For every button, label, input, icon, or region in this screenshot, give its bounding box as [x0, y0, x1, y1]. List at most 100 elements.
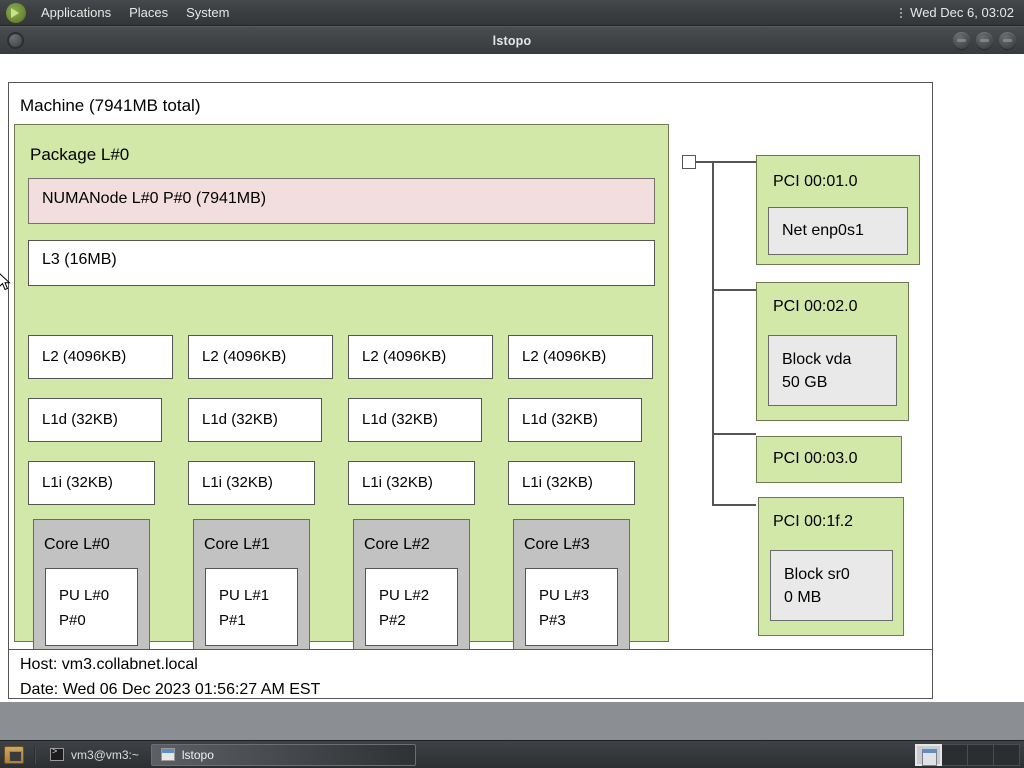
- pu-box-3[interactable]: [525, 568, 618, 646]
- tree-branch-3: [712, 504, 756, 506]
- l1i-cache-label-3: L1i (32KB): [522, 474, 593, 491]
- l1d-cache-box-1[interactable]: [188, 398, 322, 442]
- task-button-terminal-label: vm3@vm3:~: [71, 747, 139, 762]
- tree-line-trunk: [712, 161, 714, 506]
- pu-label-0-line2: P#0: [59, 612, 86, 629]
- pci-label-2: PCI 00:03.0: [773, 450, 858, 467]
- l2-cache-box-3[interactable]: [508, 335, 653, 379]
- l1i-cache-label-1: L1i (32KB): [202, 474, 273, 491]
- pu-box-0[interactable]: [45, 568, 138, 646]
- pci-label-3: PCI 00:1f.2: [773, 513, 854, 530]
- pu-label-1-line1: PU L#1: [219, 587, 270, 604]
- device-label-1-line2: 50 GB: [782, 374, 828, 391]
- l2-cache-box-2[interactable]: [348, 335, 493, 379]
- pu-label-3-line2: P#3: [539, 612, 566, 629]
- numanode-box[interactable]: [28, 178, 655, 224]
- l3-cache-label: L3 (16MB): [42, 251, 117, 268]
- window-menu-icon[interactable]: [7, 32, 24, 49]
- l1d-cache-box-2[interactable]: [348, 398, 482, 442]
- machine-label: Machine (7941MB total): [20, 96, 201, 115]
- tree-line-root-h: [696, 161, 714, 163]
- pu-label-0-line1: PU L#0: [59, 587, 110, 604]
- pu-box-1[interactable]: [205, 568, 298, 646]
- l2-cache-label-3: L2 (4096KB): [522, 348, 607, 365]
- l1d-cache-label-2: L1d (32KB): [362, 411, 438, 428]
- core-label-0: Core L#0: [44, 536, 110, 553]
- workspace-1[interactable]: [915, 743, 942, 766]
- window-titlebar[interactable]: lstopo: [0, 26, 1024, 54]
- l1i-cache-label-2: L1i (32KB): [362, 474, 433, 491]
- window-icon: [160, 748, 175, 761]
- workspace-2[interactable]: [941, 743, 968, 766]
- package-label: Package L#0: [30, 145, 130, 164]
- l1i-cache-box-1[interactable]: [188, 461, 315, 505]
- pci-label-0: PCI 00:01.0: [773, 173, 858, 190]
- pu-label-2-line2: P#2: [379, 612, 406, 629]
- topology-canvas[interactable]: Machine (7941MB total) Package L#0 NUMAN…: [0, 54, 1024, 702]
- terminal-icon: [50, 746, 64, 761]
- close-button[interactable]: [999, 32, 1016, 49]
- panel-right-area: Wed Dec 6, 03:02: [900, 5, 1024, 20]
- l2-cache-box-0[interactable]: [28, 335, 173, 379]
- l1i-cache-box-0[interactable]: [28, 461, 155, 505]
- workspace-switcher[interactable]: [915, 743, 1020, 766]
- pci-label-1: PCI 00:02.0: [773, 298, 858, 315]
- pu-label-1-line2: P#1: [219, 612, 246, 629]
- device-label-0-line1: Net enp0s1: [782, 222, 864, 239]
- pu-label-3-line1: PU L#3: [539, 587, 590, 604]
- pu-box-2[interactable]: [365, 568, 458, 646]
- gnome-top-panel: Applications Places System Wed Dec 6, 03…: [0, 0, 1024, 26]
- io-root-connector-icon: [682, 155, 696, 169]
- show-desktop-icon[interactable]: [4, 745, 24, 764]
- device-label-3-line2: 0 MB: [784, 589, 822, 606]
- core-label-3: Core L#3: [524, 536, 590, 553]
- tree-branch-2: [712, 433, 756, 435]
- l1i-cache-label-0: L1i (32KB): [42, 474, 113, 491]
- workspace-3[interactable]: [967, 743, 994, 766]
- task-button-terminal[interactable]: vm3@vm3:~: [41, 744, 148, 766]
- device-label-3-line1: Block sr0: [784, 566, 850, 583]
- taskbar: vm3@vm3:~ lstopo: [0, 740, 1024, 768]
- panel-handle-icon: [900, 7, 903, 18]
- minimize-button[interactable]: [953, 32, 970, 49]
- l1i-cache-box-3[interactable]: [508, 461, 635, 505]
- mouse-cursor-icon: [0, 273, 11, 291]
- l2-cache-label-2: L2 (4096KB): [362, 348, 447, 365]
- footer-host-label: Host: vm3.collabnet.local: [20, 656, 198, 673]
- l1d-cache-label-1: L1d (32KB): [202, 411, 278, 428]
- task-button-lstopo-label: lstopo: [181, 747, 214, 762]
- l1d-cache-label-0: L1d (32KB): [42, 411, 118, 428]
- workspace-4[interactable]: [993, 743, 1020, 766]
- device-box-3[interactable]: [770, 550, 893, 621]
- clock[interactable]: Wed Dec 6, 03:02: [910, 5, 1014, 20]
- core-label-1: Core L#1: [204, 536, 270, 553]
- l2-cache-box-1[interactable]: [188, 335, 333, 379]
- numanode-label: NUMANode L#0 P#0 (7941MB): [42, 190, 267, 207]
- core-label-2: Core L#2: [364, 536, 430, 553]
- footer-box: [8, 649, 933, 699]
- menu-applications[interactable]: Applications: [41, 5, 112, 20]
- window-controls: [953, 32, 1016, 49]
- device-box-0[interactable]: [768, 207, 908, 255]
- device-box-1[interactable]: [768, 335, 897, 406]
- l1d-cache-label-3: L1d (32KB): [522, 411, 598, 428]
- gnome-foot-icon[interactable]: [6, 2, 26, 23]
- maximize-button[interactable]: [976, 32, 993, 49]
- device-label-1-line1: Block vda: [782, 351, 852, 368]
- taskbar-separator: [34, 745, 36, 764]
- l1d-cache-box-0[interactable]: [28, 398, 162, 442]
- pci-box-2[interactable]: [756, 436, 902, 483]
- menu-system[interactable]: System: [186, 5, 230, 20]
- menu-places[interactable]: Places: [129, 5, 169, 20]
- task-button-lstopo[interactable]: lstopo: [150, 743, 416, 766]
- l3-cache-box[interactable]: [28, 240, 655, 286]
- footer-date-label: Date: Wed 06 Dec 2023 01:56:27 AM EST: [20, 681, 321, 698]
- l2-cache-label-1: L2 (4096KB): [202, 348, 287, 365]
- window-title: lstopo: [492, 33, 532, 48]
- pu-label-2-line1: PU L#2: [379, 587, 430, 604]
- l1d-cache-box-3[interactable]: [508, 398, 642, 442]
- tree-branch-0: [712, 161, 756, 163]
- tree-branch-1: [712, 289, 756, 291]
- l1i-cache-box-2[interactable]: [348, 461, 475, 505]
- lstopo-window: lstopo Machine (7941MB total) Package L#…: [0, 26, 1024, 702]
